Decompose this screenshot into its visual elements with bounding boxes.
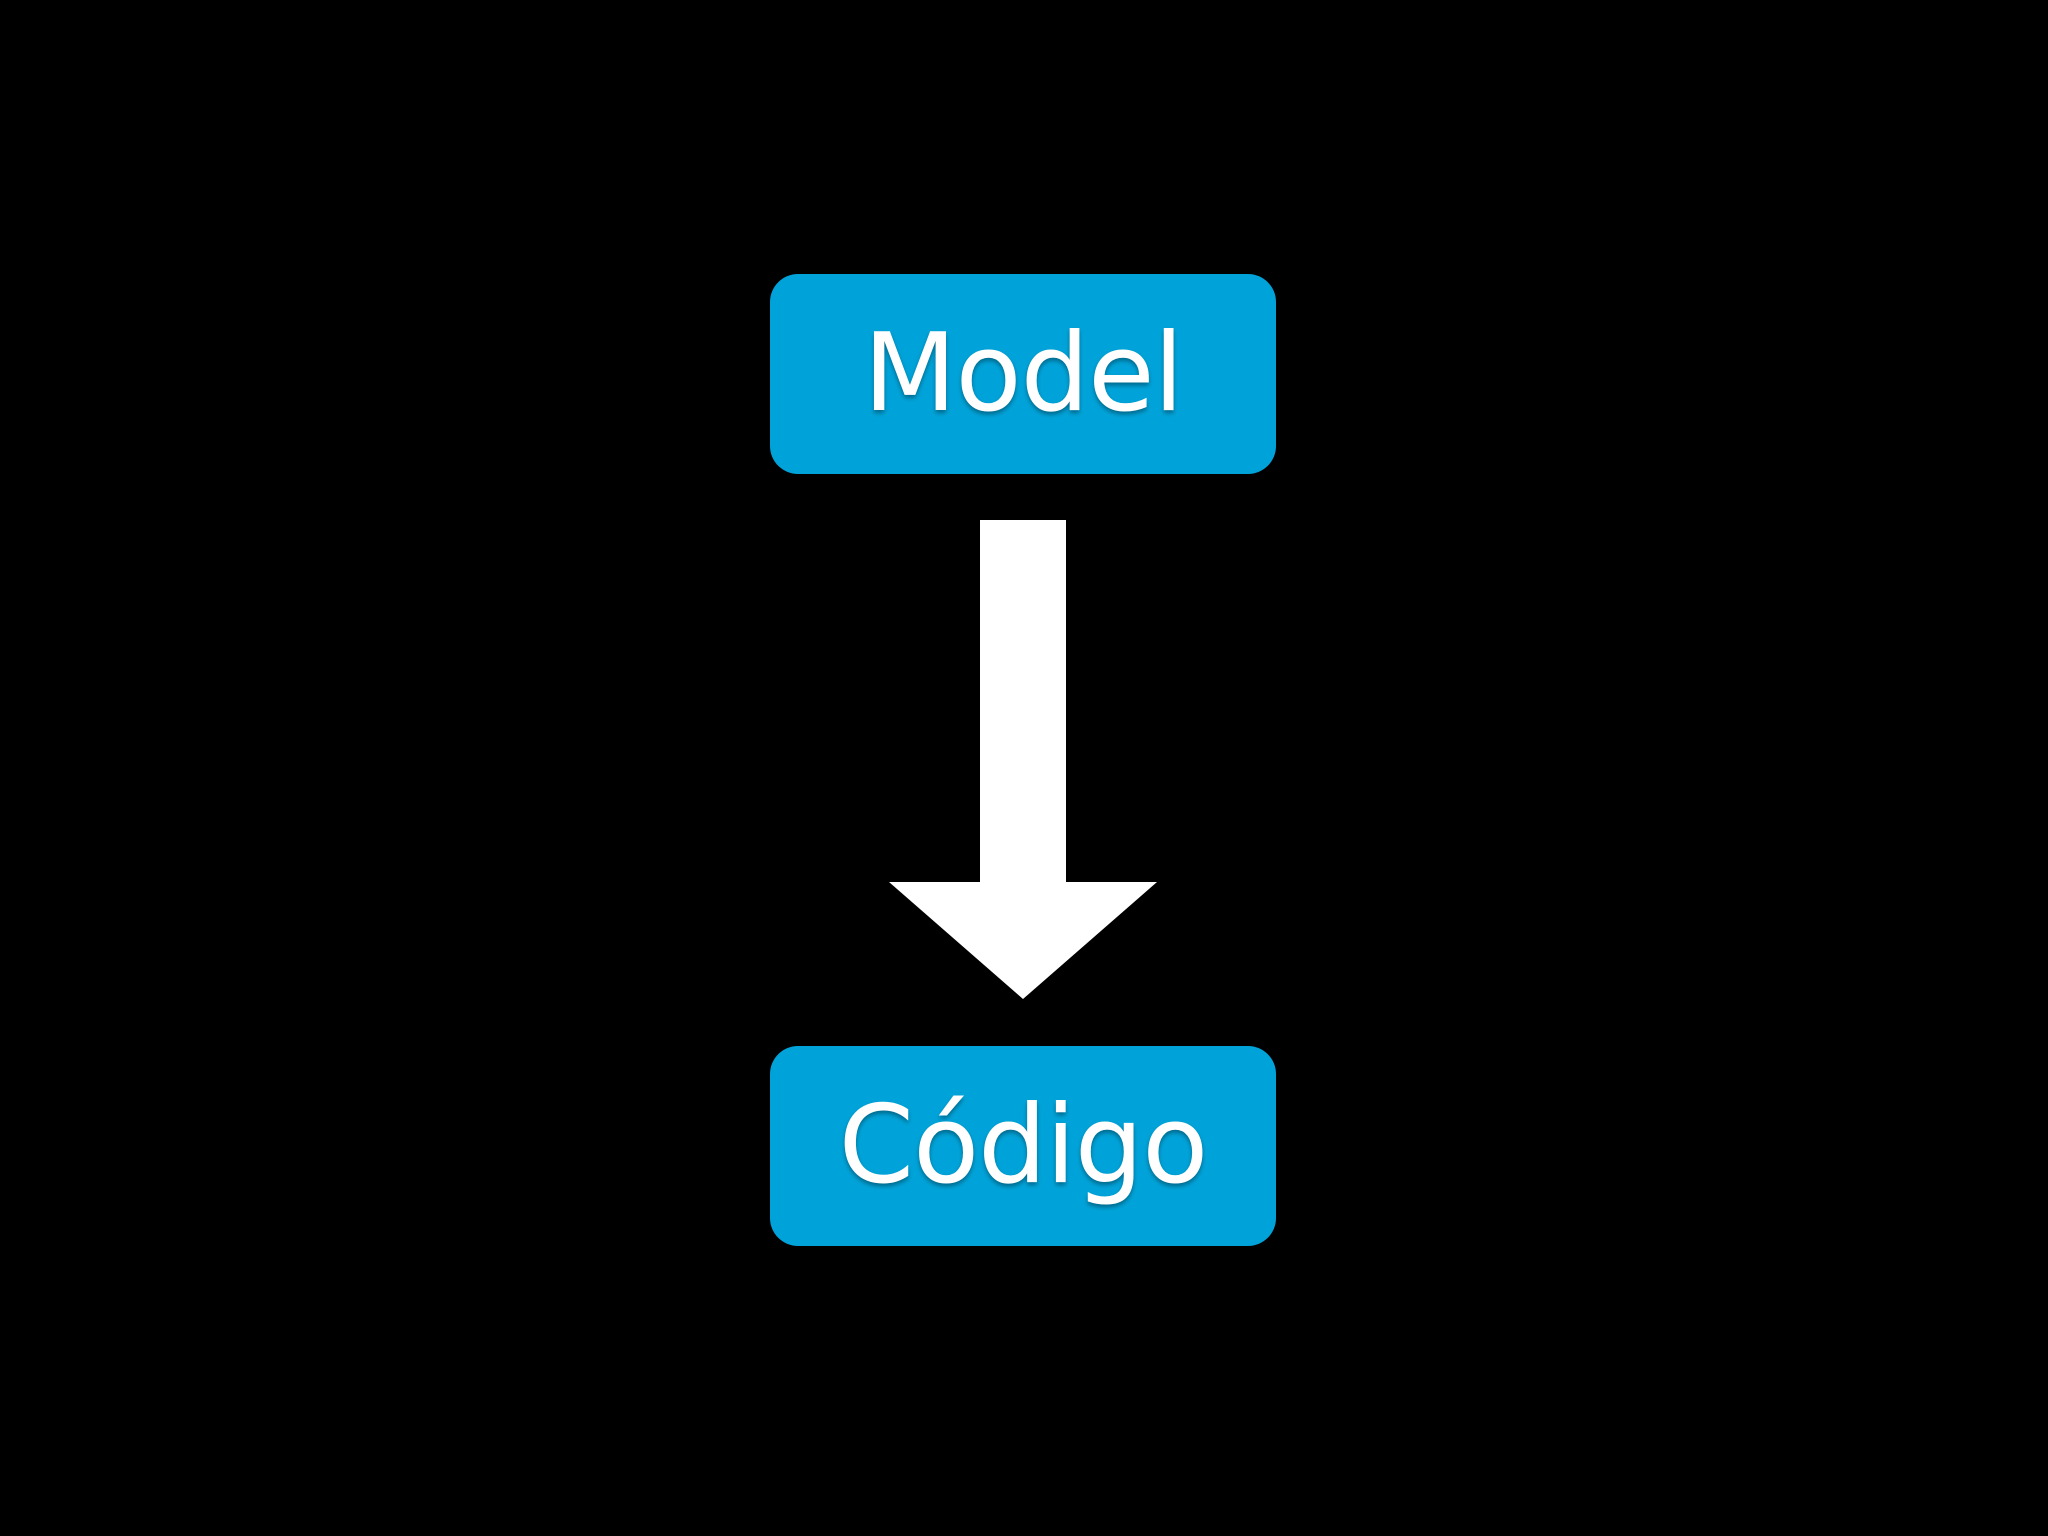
model-node-label: Model [863, 311, 1183, 436]
model-node: Model [770, 274, 1276, 474]
codigo-node: Código [770, 1046, 1276, 1246]
arrow-shape [889, 520, 1157, 999]
codigo-node-label: Código [838, 1083, 1209, 1208]
